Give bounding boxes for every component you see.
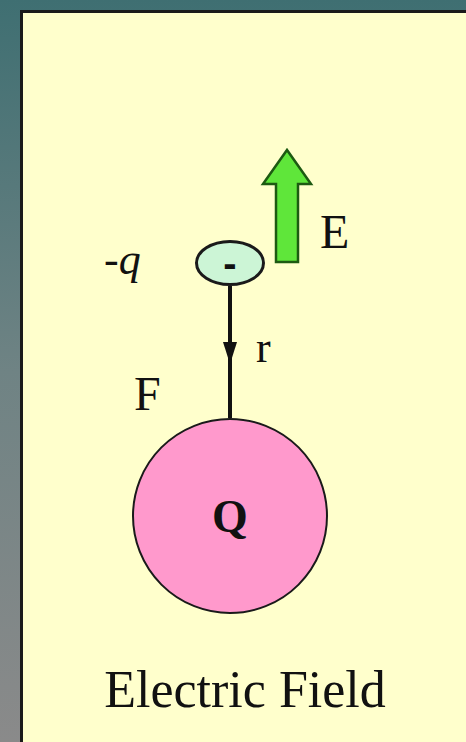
distance-label: r <box>256 322 271 373</box>
source-charge: Q <box>132 418 328 614</box>
charge-label: Q <box>212 490 248 543</box>
field-arrow <box>263 150 311 262</box>
force-label: F <box>134 366 161 421</box>
caption-text: Electric Field <box>104 660 386 719</box>
force-vector <box>223 286 237 418</box>
test-charge: - <box>195 240 265 286</box>
charge-label: -q <box>104 234 141 285</box>
background-panel <box>20 10 466 742</box>
charge-label: - <box>223 241 236 286</box>
field-label: E <box>320 204 349 259</box>
